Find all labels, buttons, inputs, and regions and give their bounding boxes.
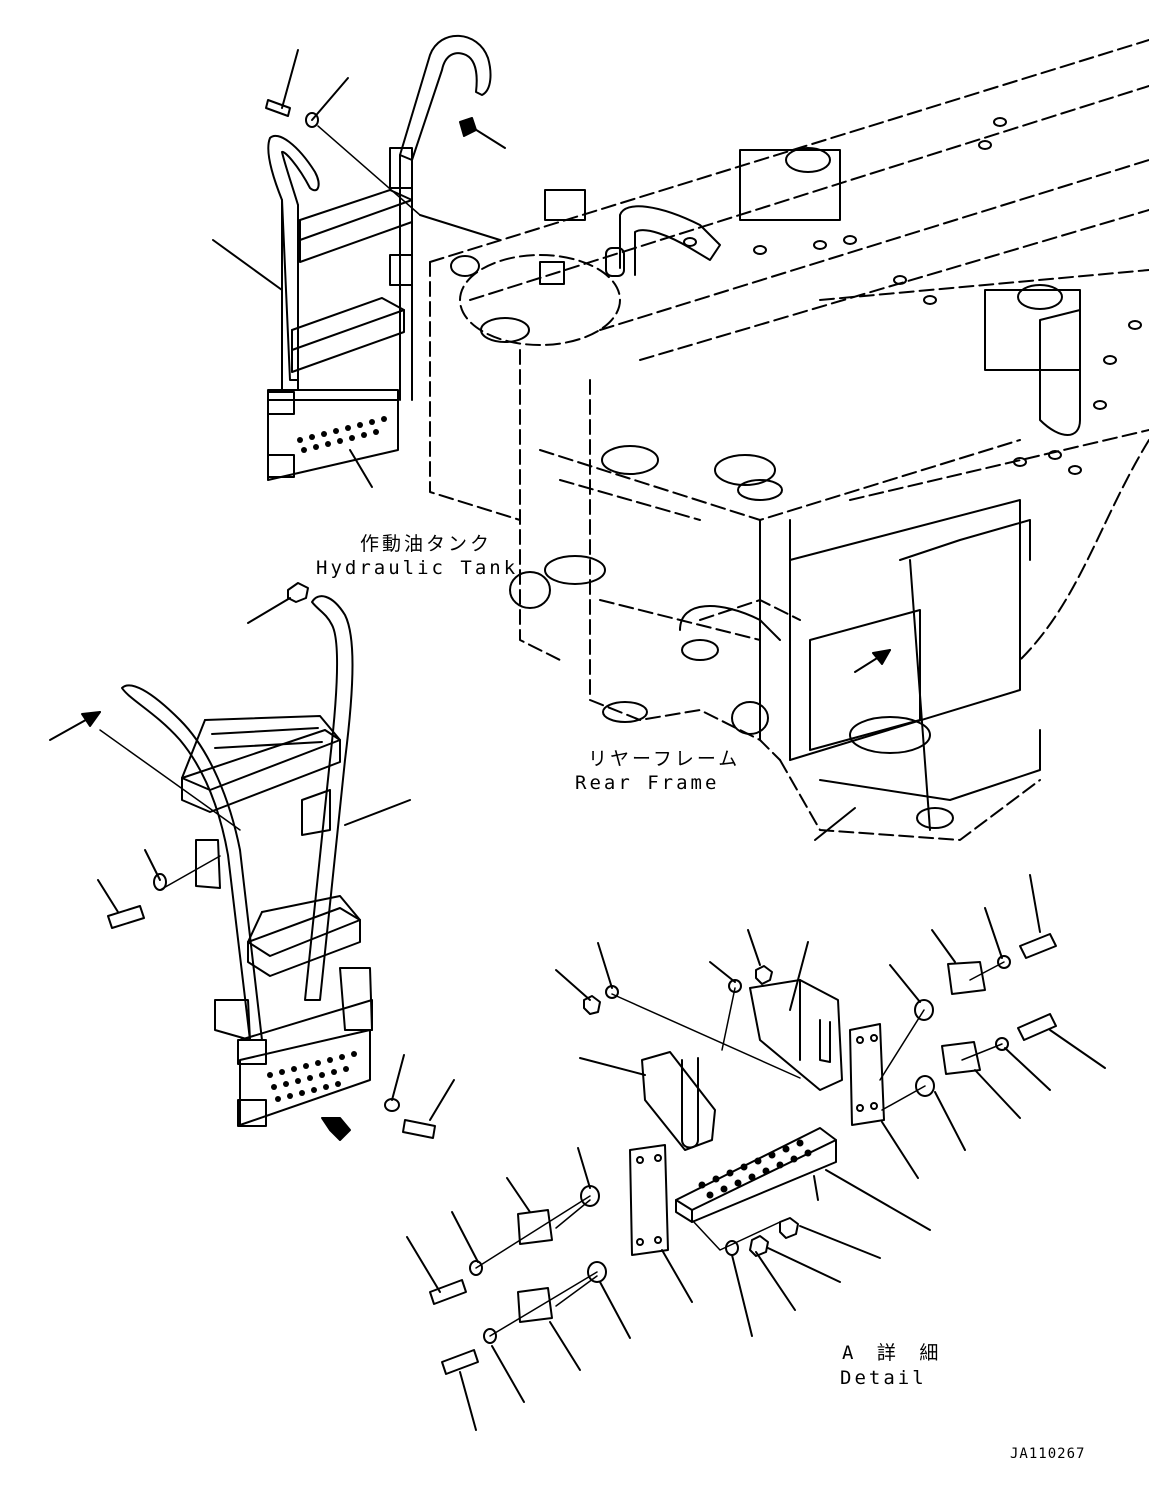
- detail-a-label-jp: A 詳 細: [842, 1342, 945, 1364]
- rear-frame-assembly: [419, 39, 1149, 841]
- rear-frame-label-en: Rear Frame: [575, 772, 720, 794]
- hydraulic-tank-label-jp: 作動油タンク: [360, 533, 493, 555]
- detail-a-label-en: Detail: [840, 1367, 927, 1389]
- drawing-code: JA110267: [1010, 1446, 1086, 1462]
- hydraulic-tank-label-en: Hydraulic Tank: [316, 557, 519, 579]
- detail-a-parts: [406, 874, 1106, 1431]
- lower-ladder-assembly: [49, 582, 455, 1141]
- rear-frame-label-jp: リヤーフレーム: [588, 748, 741, 770]
- upper-ladder-assembly: [212, 34, 506, 488]
